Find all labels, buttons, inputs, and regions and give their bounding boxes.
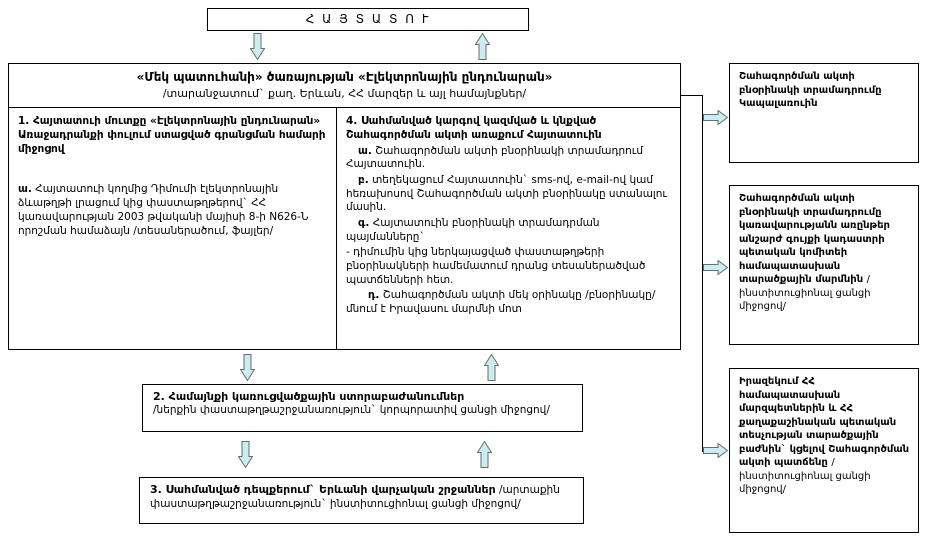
- rbox1-text: Շահագործման ակտի բնօրինակի տրամադրումը Կ…: [739, 71, 882, 109]
- arrow-up-icon: [475, 33, 490, 60]
- main-box-subtitle: /տարանջատում` քաղ. Երևան, ՀՀ մարզեր և այ…: [162, 87, 527, 101]
- cadastre-committee-box: Շահագործման ակտի բնօրինակի տրամադրումը կ…: [729, 185, 919, 345]
- step4-column: 4. Սահմանված կարգով կազմված և կնքված Շահ…: [337, 108, 680, 349]
- arrow-down-icon: [250, 33, 265, 60]
- rbox3-text: Իրազեկում ՀՀ համապատասխան մարզպետներին և…: [739, 376, 910, 468]
- step1-item-a: ա. Հայտատուի կողմից Դիմումի էլեկտրոնային…: [18, 183, 327, 238]
- list-item: դ. Շահագործման ակտի մեկ օրինակը /բնօրինա…: [346, 289, 671, 316]
- box2-heading: 2. Համայնքի կառուցվածքային ստորաբաժանում…: [153, 390, 465, 403]
- applicant-label: Հ Ա Յ Տ Ա Տ Ո Ւ: [305, 12, 431, 26]
- item-label: ա.: [358, 144, 372, 157]
- arrow-down-icon: [240, 354, 255, 381]
- step4-heading: 4. Սահմանված կարգով կազմված և կնքված Շահ…: [346, 115, 602, 142]
- arrow-down-icon: [238, 441, 253, 468]
- item-label: ա.: [18, 183, 32, 196]
- item-text: Շահագործման ակտի բնօրինակի տրամադրում Հա…: [346, 144, 643, 171]
- arrow-right-icon: [703, 110, 728, 125]
- governors-notification-box: Իրազեկում ՀՀ համապատասխան մարզպետներին և…: [729, 368, 919, 533]
- step1-heading: 1. Հայտատուի մուտքը «Էլեկտրոնային ընդուն…: [18, 115, 326, 156]
- main-box-columns: 1. Հայտատուի մուտքը «Էլեկտրոնային ընդուն…: [9, 108, 680, 349]
- box3-heading: 3. Սահմանված դեպքերում` Երևանի վարչական …: [150, 483, 496, 496]
- arrow-up-icon: [484, 354, 499, 381]
- contractor-delivery-box: Շահագործման ակտի բնօրինակի տրամադրումը Կ…: [729, 63, 919, 163]
- list-item: բ. տեղեկացում Հայտատուին` sms-ով, e-mail…: [346, 174, 671, 215]
- list-item: - դիմումին կից ներկայացված փաստաթղթերի բ…: [346, 246, 671, 287]
- arrow-up-icon: [477, 441, 492, 468]
- connector-line-vertical: [702, 95, 703, 452]
- list-item: ա. Շահագործման ակտի բնօրինակի տրամադրում…: [346, 145, 671, 172]
- rbox2-text: Շահագործման ակտի բնօրինակի տրամադրումը կ…: [739, 193, 890, 285]
- item-label: դ.: [368, 289, 380, 302]
- item-text: տեղեկացում Հայտատուին` sms-ով, e-mail-ով…: [346, 174, 667, 214]
- item-text: դիմումին կից ներկայացված փաստաթղթերի բնօ…: [346, 246, 646, 286]
- box2-subtitle: /ներքին փաստաթղթաշրջանառություն` կորպորա…: [153, 404, 550, 417]
- electronic-reception-box: «Մեկ պատուհանի» ծառայության «Էլեկտրոնայի…: [8, 63, 681, 350]
- main-box-header: «Մեկ պատուհանի» ծառայության «Էլեկտրոնայի…: [9, 64, 680, 109]
- rbox3-note: /ինստիտուցիոնալ ցանցի միջոցով/: [739, 457, 871, 495]
- list-item: գ. Հայտատուին բնօրինակի տրամադրման պայմա…: [346, 217, 671, 244]
- administrative-districts-box: 3. Սահմանված դեպքերում` Երևանի վարչական …: [139, 477, 584, 524]
- arrow-right-icon: [703, 260, 728, 275]
- item-text: Շահագործման ակտի մեկ օրինակը /բնօրինակը/…: [346, 289, 656, 315]
- connector-line-horizontal: [681, 95, 703, 96]
- applicant-box: Հ Ա Յ Տ Ա Տ Ո Ւ: [207, 8, 529, 31]
- item-label: գ.: [358, 216, 370, 229]
- item-label: -: [346, 246, 350, 259]
- step1-column: 1. Հայտատուի մուտքը «Էլեկտրոնային ընդուն…: [9, 108, 337, 349]
- item-text: Հայտատուին բնօրինակի տրամադրման պայմաննե…: [346, 216, 600, 243]
- main-box-title: «Մեկ պատուհանի» ծառայության «Էլեկտրոնայի…: [136, 70, 553, 84]
- item-label: բ.: [358, 174, 369, 187]
- municipal-subdivisions-box: 2. Համայնքի կառուցվածքային ստորաբաժանում…: [142, 384, 583, 432]
- item-text: Հայտատուի կողմից Դիմումի էլեկտրոնային ձև…: [18, 183, 309, 237]
- rbox2-note: /ինստիտուցիոնալ ցանցի միջոցով/: [739, 274, 871, 312]
- arrow-right-icon: [703, 443, 728, 458]
- box3-subtitle: /արտաքին փաստաթղթաշրջանառություն` ինստիտ…: [150, 484, 560, 510]
